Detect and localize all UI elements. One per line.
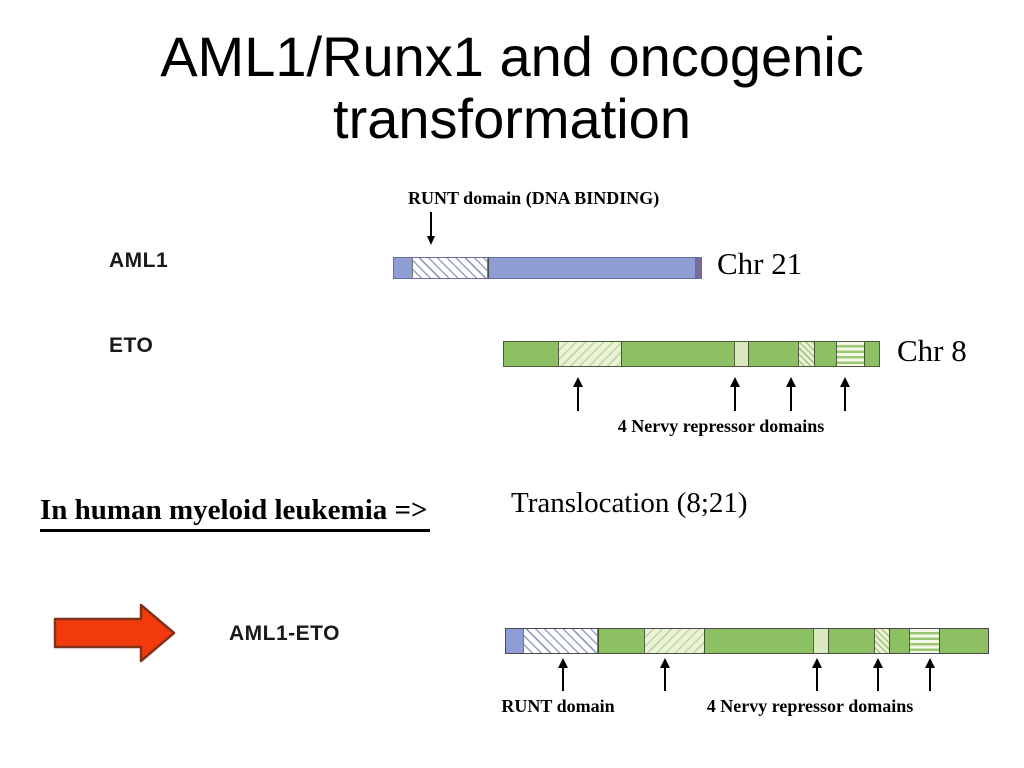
up-arrow-head: [660, 658, 670, 668]
aml1-eto-row-label: AML1-ETO: [229, 622, 340, 645]
bar-segment-hstripe: [836, 342, 864, 366]
translocation-label: Translocation (8;21): [511, 487, 748, 519]
up-arrow-head: [730, 377, 740, 387]
bar-segment-green: [814, 342, 836, 366]
bar-segment-green: [598, 629, 644, 653]
bar-segment-green: [504, 342, 558, 366]
bar-segment-green: [748, 342, 798, 366]
up-arrow-icon: [573, 377, 584, 411]
nervy-repressor-domains-label-eto: 4 Nervy repressor domains: [617, 416, 825, 436]
bar-segment-hatchGreen: [558, 342, 621, 366]
up-arrow-icon: [840, 377, 851, 411]
up-arrow-head: [873, 658, 883, 668]
runt-domain-dna-binding-label: RUNT domain (DNA BINDING): [408, 188, 660, 208]
down-arrow-head: [427, 236, 435, 245]
bar-segment-blue: [488, 258, 695, 278]
up-arrow-shaft: [844, 387, 846, 411]
aml1-eto-fusion-bar: [505, 628, 989, 654]
bar-segment-hstripe: [909, 629, 939, 653]
up-arrow-shaft: [929, 668, 931, 691]
down-arrow-icon: [426, 212, 437, 245]
aml1-gene-bar: [393, 257, 702, 279]
runt-domain-label-fusion: RUNT domain: [501, 696, 615, 716]
up-arrow-shaft: [664, 668, 666, 691]
bar-segment-paleGreen: [734, 342, 748, 366]
bar-segment-green: [939, 629, 988, 653]
up-arrow-head: [573, 377, 583, 387]
bar-segment-cap: [695, 258, 701, 278]
up-arrow-icon: [660, 658, 671, 691]
up-arrow-head: [925, 658, 935, 668]
up-arrow-head: [558, 658, 568, 668]
bar-segment-green: [828, 629, 874, 653]
up-arrow-icon: [812, 658, 823, 691]
bar-segment-green: [621, 342, 734, 366]
up-arrow-shaft: [734, 387, 736, 411]
chr21-label: Chr 21: [717, 246, 803, 281]
up-arrow-icon: [730, 377, 741, 411]
bar-segment-hatchGreenFine: [874, 629, 889, 653]
up-arrow-head: [786, 377, 796, 387]
bar-segment-paleGreen: [813, 629, 828, 653]
down-arrow-shaft: [430, 212, 432, 236]
nervy-repressor-domains-label-fusion: 4 Nervy repressor domains: [706, 696, 914, 716]
up-arrow-icon: [786, 377, 797, 411]
slide-title: AML1/Runx1 and oncogenic transformation: [0, 26, 1024, 150]
up-arrow-icon: [873, 658, 884, 691]
bar-segment-green: [864, 342, 879, 366]
up-arrow-shaft: [577, 387, 579, 411]
up-arrow-head: [840, 377, 850, 387]
up-arrow-icon: [925, 658, 936, 691]
red-right-arrow-shape: [53, 603, 176, 663]
bar-segment-hatchGreen: [644, 629, 704, 653]
bar-segment-blue: [394, 258, 412, 278]
bar-segment-blue: [506, 629, 523, 653]
eto-gene-bar: [503, 341, 880, 367]
eto-row-label: ETO: [109, 334, 154, 357]
up-arrow-icon: [558, 658, 569, 691]
leukemia-statement-text: In human myeloid leukemia =>: [40, 494, 430, 532]
up-arrow-shaft: [877, 668, 879, 691]
slide-title-line1: AML1/Runx1 and oncogenic: [160, 25, 864, 88]
aml1-row-label: AML1: [109, 249, 169, 272]
up-arrow-shaft: [562, 668, 564, 691]
bar-segment-green: [704, 629, 813, 653]
slide-title-line2: transformation: [333, 87, 691, 150]
leukemia-statement: In human myeloid leukemia =>: [40, 494, 430, 532]
up-arrow-shaft: [816, 668, 818, 691]
chr8-label: Chr 8: [897, 333, 967, 368]
bar-segment-hatchBlue: [412, 258, 488, 278]
bar-segment-green: [889, 629, 909, 653]
red-right-arrow-icon: [53, 603, 176, 663]
up-arrow-head: [812, 658, 822, 668]
bar-segment-hatchGreenFine: [798, 342, 814, 366]
up-arrow-shaft: [790, 387, 792, 411]
bar-segment-hatchBlue: [523, 629, 598, 653]
